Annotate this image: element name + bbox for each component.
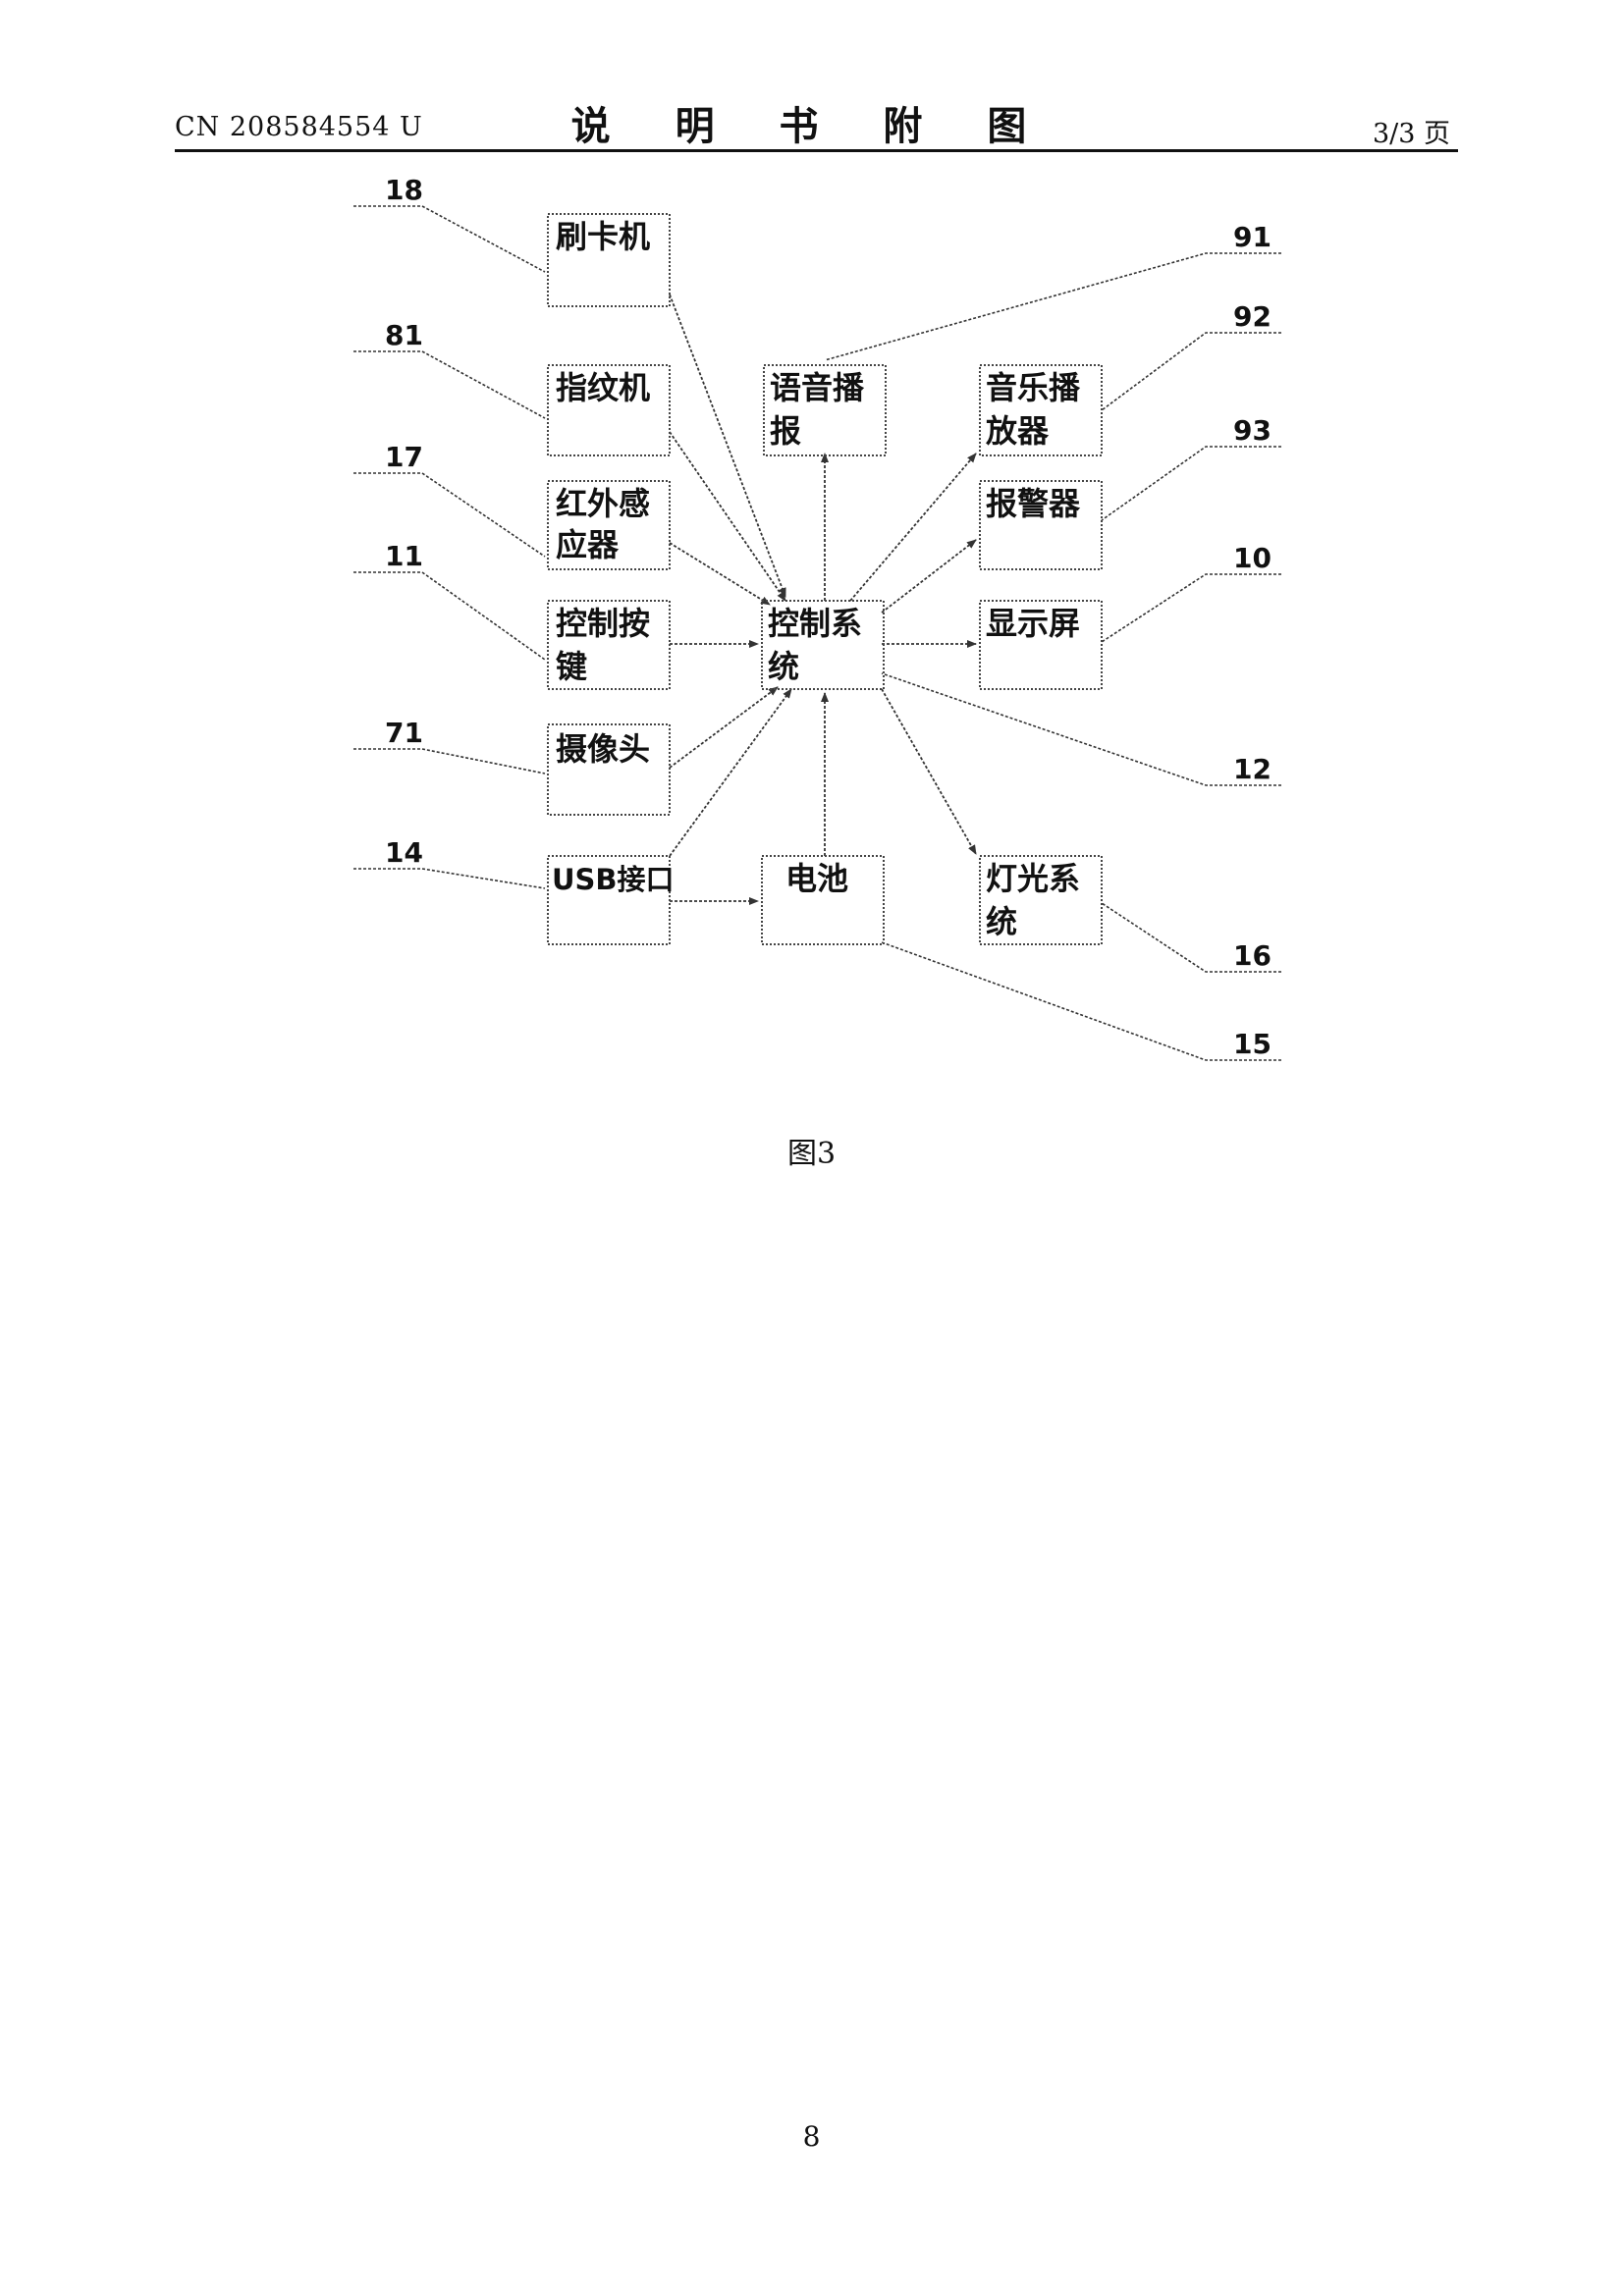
arrow-infrared [670,543,770,605]
leader-control-keys [353,572,545,660]
leader-battery [882,942,1281,1060]
ref-fingerprint: 81 [385,319,423,351]
leader-control-system [882,673,1281,785]
label-alarm: 报警器 [986,485,1081,522]
label-control-keys-2: 键 [556,648,587,685]
label-control-keys-1: 控制按 [556,605,650,642]
block-diagram: 刷卡机 指纹机 红外感 应器 控制按 键 摄像头 USB接口 语音播 报 控制系… [0,0,1623,1099]
label-lighting-1: 灯光系 [986,860,1080,897]
label-lighting-2: 统 [986,903,1017,940]
ref-control-keys: 11 [385,540,423,572]
arrow-usb [670,689,791,856]
label-camera: 摄像头 [556,730,650,768]
ref-control-system: 12 [1233,753,1271,785]
label-swipe-card: 刷卡机 [556,218,650,255]
ref-swipe-card: 18 [385,174,423,206]
arrow-swipe-card [670,294,785,597]
arrow-music [850,454,976,601]
leader-music [1102,333,1281,410]
label-voice-1: 语音播 [770,369,865,406]
label-control-system-2: 统 [768,648,799,685]
leader-swipe-card [353,206,545,272]
label-usb: USB接口 [552,863,675,896]
leader-camera [353,749,545,774]
label-voice-2: 报 [770,412,801,450]
arrow-lighting [882,689,976,854]
leader-fingerprint [353,351,545,418]
leader-voice [825,253,1281,360]
arrow-fingerprint [670,432,785,601]
label-music-2: 放器 [986,412,1050,450]
ref-music: 92 [1233,300,1271,333]
label-fingerprint: 指纹机 [556,369,650,406]
leader-usb [353,869,545,888]
ref-battery: 15 [1233,1028,1271,1060]
ref-alarm: 93 [1233,414,1271,447]
arrow-camera [670,687,778,768]
ref-display: 10 [1233,542,1271,574]
leader-infrared [353,473,545,557]
figure-caption: 图3 [0,1129,1623,1172]
ref-usb: 14 [385,836,423,869]
leader-display [1102,574,1281,642]
label-display: 显示屏 [986,605,1080,642]
arrow-alarm [882,540,976,613]
label-infrared-1: 红外感 [556,485,650,522]
ref-lighting: 16 [1233,939,1271,972]
label-music-1: 音乐播 [986,369,1081,406]
label-battery: 电池 [785,860,848,897]
label-control-system-1: 控制系 [768,605,862,642]
label-infrared-2: 应器 [556,526,620,563]
page-number: 8 [0,2120,1623,2153]
block-labels: 刷卡机 指纹机 红外感 应器 控制按 键 摄像头 USB接口 语音播 报 控制系… [552,218,1081,940]
ref-voice: 91 [1233,221,1271,253]
ref-infrared: 17 [385,441,423,473]
leader-alarm [1102,447,1281,520]
ref-camera: 71 [385,717,423,749]
